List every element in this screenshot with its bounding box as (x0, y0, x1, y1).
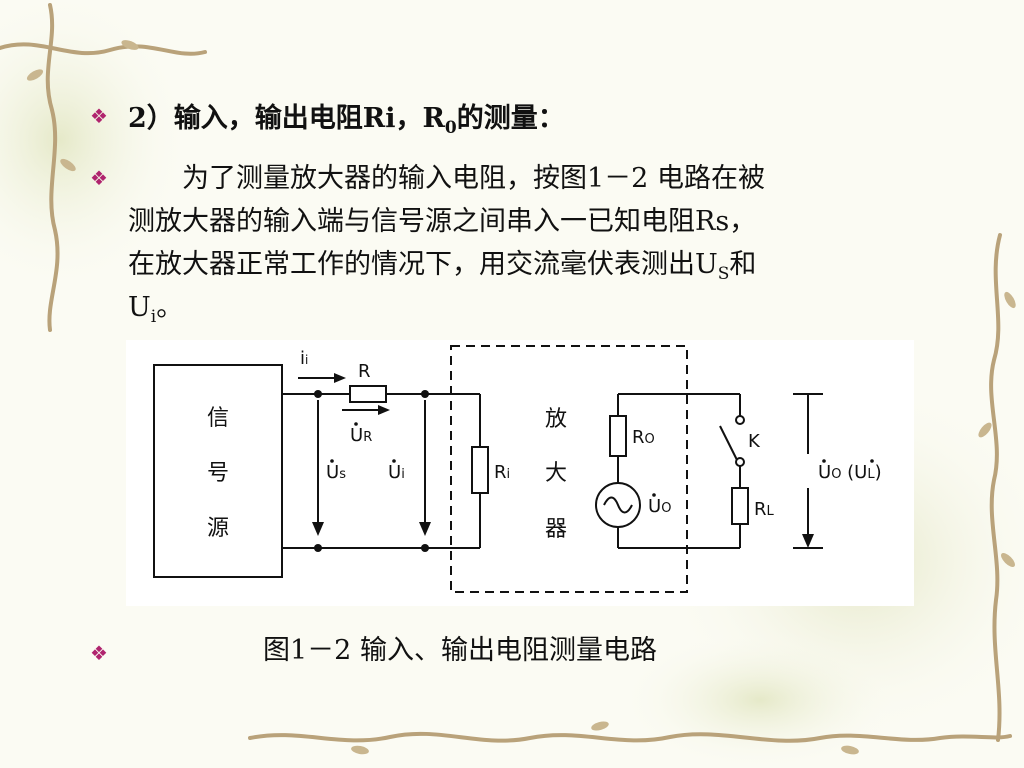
switch-contact-bottom (735, 457, 745, 467)
label-Uo-output: UO (UL) (818, 462, 882, 483)
signal-source-box (153, 364, 283, 578)
label-Ui: Ui (388, 462, 405, 483)
slide-title: 2）输入，输出电阻Ri，R0的测量： (128, 96, 565, 138)
junction-dots (314, 390, 429, 552)
switch-contact-top (735, 415, 745, 425)
resistor-R (349, 385, 387, 403)
circuit-diagram: 信 号 源 放 大 器 ii R UR Us Ui Ri RO UO K RL … (153, 345, 882, 593)
title-subscript: 0 (444, 118, 457, 138)
resistor-Ri (471, 446, 489, 494)
paragraph-line-4: Ui。 (128, 286, 183, 333)
vine-ornament (0, 3, 1012, 743)
amplifier-char-3: 器 (545, 517, 567, 542)
paragraph-line-3: 在放大器正常工作的情况下，用交流毫伏表测出US和 (128, 243, 756, 290)
amplifier-char-2: 大 (545, 461, 567, 486)
resistor-RL (731, 487, 749, 525)
circuit-diagram-panel: 信 号 源 放 大 器 ii R UR Us Ui Ri RO UO K RL … (126, 340, 914, 606)
bullet-icon: ❖ (90, 641, 108, 665)
faded-leaf-bottom (620, 630, 900, 768)
switch-K (719, 425, 738, 461)
phasor-dots (330, 422, 874, 497)
label-Us: Us (326, 462, 346, 483)
bullet-icon: ❖ (90, 104, 108, 128)
label-ii: ii (300, 348, 308, 369)
label-R: R (358, 361, 371, 382)
resistor-Ro (609, 415, 627, 457)
label-Ro: RO (632, 427, 655, 448)
amplifier-char-1: 放 (545, 407, 567, 432)
amplifier-dashed-box (450, 345, 688, 593)
paragraph-line-3-suffix: 和 (729, 249, 757, 280)
signal-source-char-2: 号 (207, 461, 229, 486)
vine-leaves (26, 40, 1016, 755)
paragraph-line-2: 测放大器的输入端与信号源之间串入一已知电阻Rs， (128, 206, 757, 237)
paragraph-line-4-text: U (128, 292, 151, 323)
paragraph-line-4-suffix: 。 (156, 292, 184, 323)
arrowheads (312, 373, 814, 548)
label-K: K (748, 431, 761, 452)
title-suffix: 的测量： (456, 103, 565, 134)
label-RL: RL (754, 499, 775, 520)
title-prefix: 2）输入，输出电阻Ri，R (128, 103, 445, 134)
paragraph-line-3-subscript: S (717, 264, 730, 284)
paragraph-line-1: 为了测量放大器的输入电阻，按图1－2 电路在被 (128, 163, 765, 194)
paragraph-line-3-text: 在放大器正常工作的情况下，用交流毫伏表测出U (128, 249, 718, 280)
label-UR: UR (350, 425, 372, 446)
label-Ri: Ri (494, 462, 510, 483)
paragraph-line-4-subscript: i (150, 307, 157, 327)
sine-wave-icon (603, 496, 633, 514)
figure-caption: 图1－2 输入、输出电阻测量电路 (263, 635, 657, 666)
bullet-icon: ❖ (90, 166, 108, 190)
signal-source-char-3: 源 (207, 516, 229, 541)
label-Uo-source: UO (648, 496, 671, 517)
signal-source-char-1: 信 (207, 406, 229, 431)
